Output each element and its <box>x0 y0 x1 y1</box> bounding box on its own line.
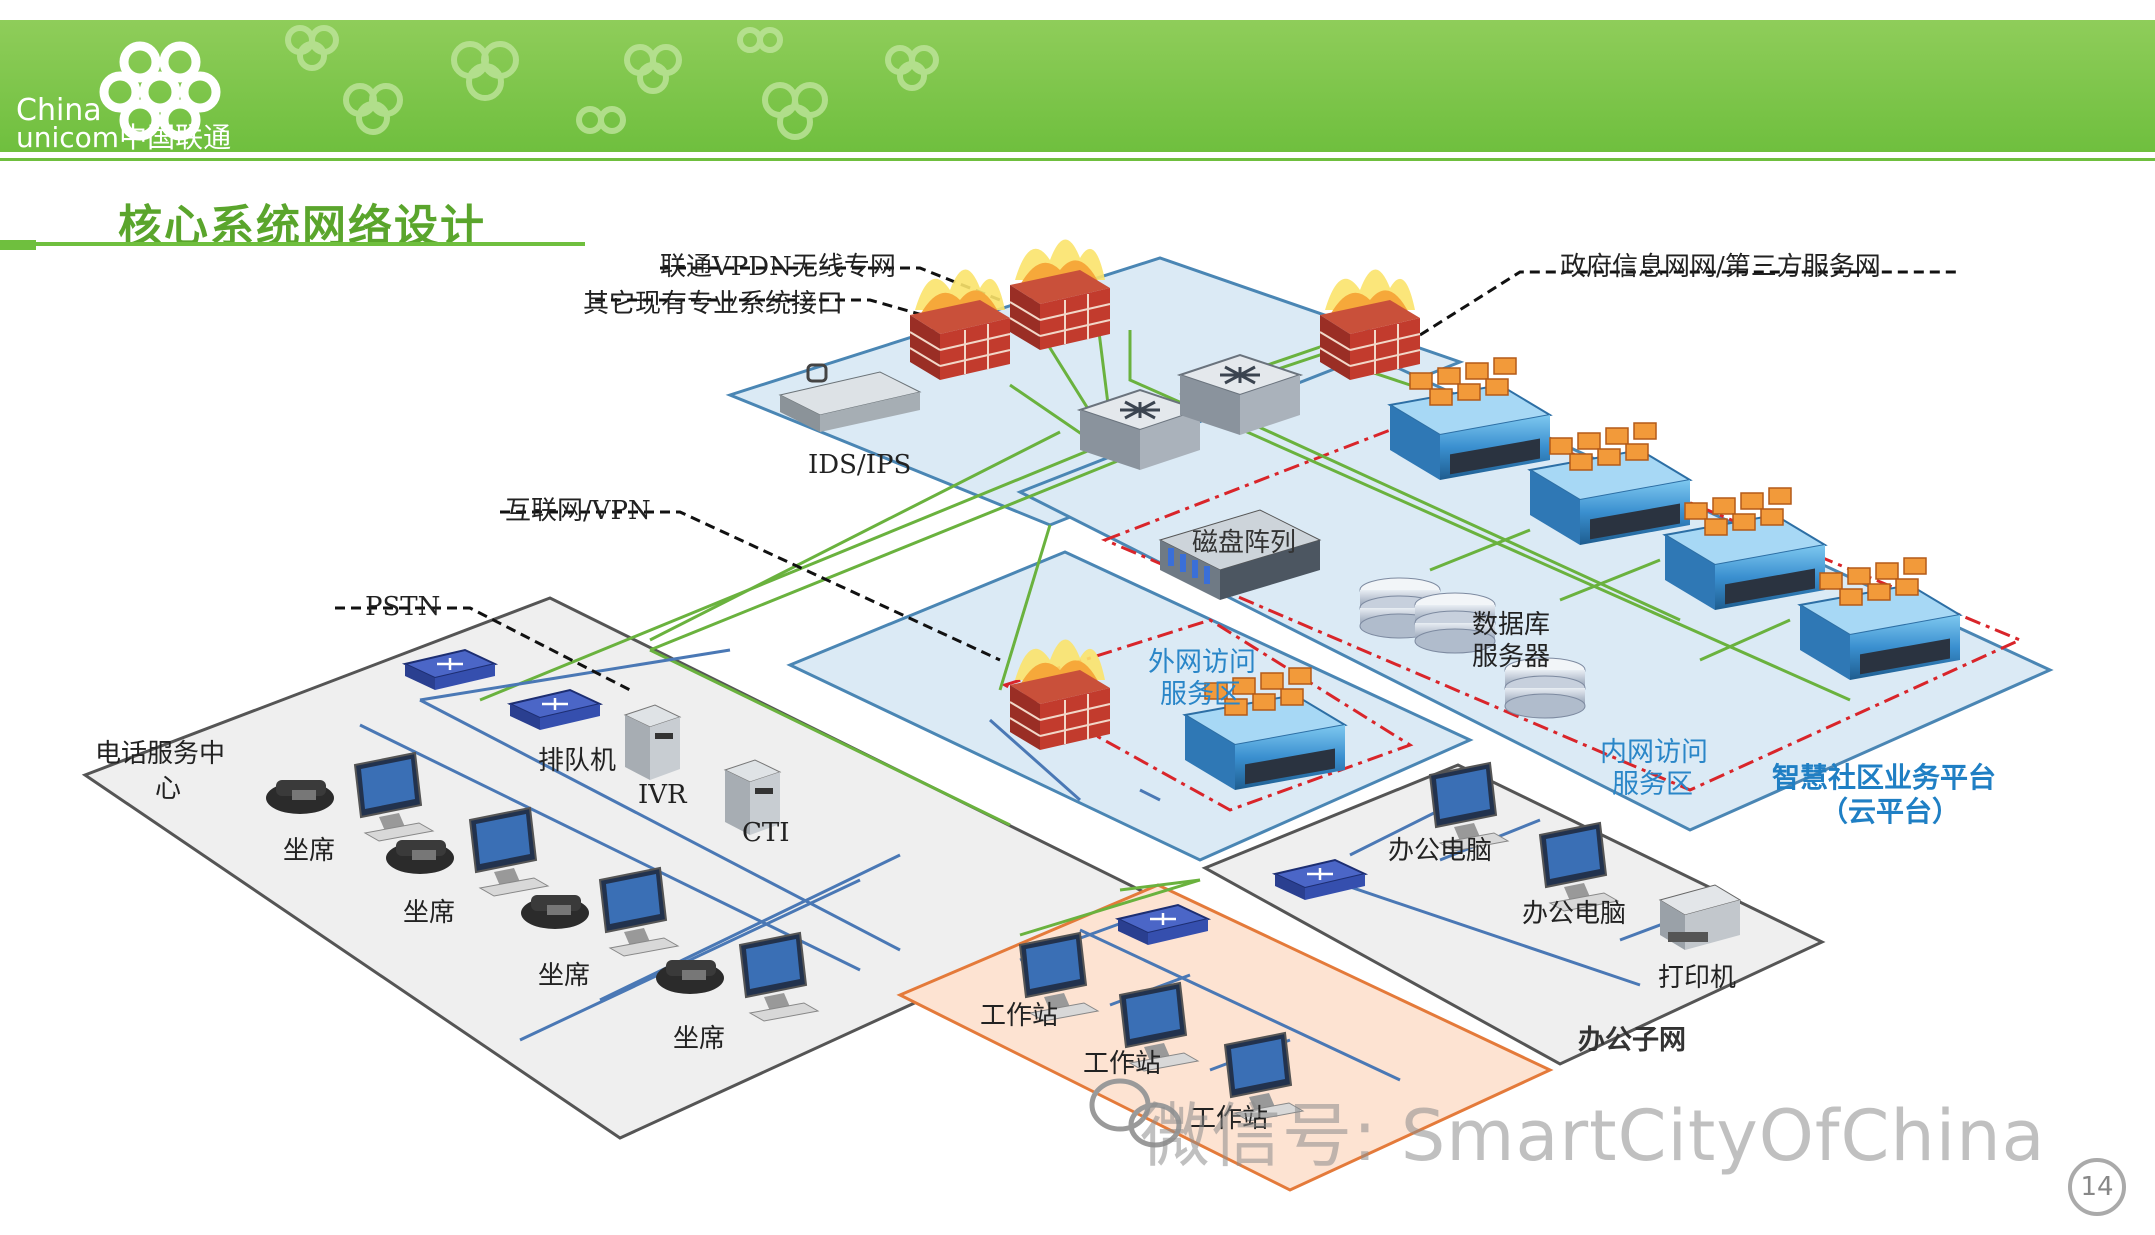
vmware-server-icon <box>1529 422 1691 546</box>
label-printer: 打印机 <box>1658 963 1737 993</box>
vmware-server-icon <box>1389 357 1551 481</box>
logo-text-china: China <box>16 93 102 128</box>
label-seat: 坐席 <box>283 836 336 866</box>
label-outer-zone-line2: 服务区 <box>1160 679 1241 710</box>
label-db-line1: 数据库 <box>1472 610 1551 640</box>
title-tab <box>0 240 36 250</box>
label-disk-array: 磁盘阵列 <box>1192 528 1297 558</box>
inner-zone-boundary <box>1101 403 2024 792</box>
office-zone <box>1201 763 1826 1066</box>
label-seat: 坐席 <box>673 1024 726 1054</box>
phone-icon <box>656 960 724 994</box>
wechat-icon <box>1089 1078 1182 1148</box>
label-other-interfaces: 其它现有专业系统接口 <box>583 289 844 319</box>
firewall-icon <box>909 268 1011 381</box>
label-platform-line2: （云平台） <box>1820 795 1961 828</box>
label-workstation: 工作站 <box>980 1001 1059 1031</box>
label-outer-zone-line1: 外网访问 <box>1148 647 1256 678</box>
outer-access-zone <box>786 550 1474 862</box>
header-divider <box>0 158 2155 161</box>
label-gov-network: 政府信息网网/第三方服务网 <box>1560 252 1881 282</box>
vmware-server-icon <box>1799 557 1961 681</box>
label-office-pc: 办公电脑 <box>1388 836 1493 866</box>
disk-array-icon <box>1158 509 1322 600</box>
label-platform-line1: 智慧社区业务平台 <box>1772 761 1997 794</box>
label-seat: 坐席 <box>403 898 456 928</box>
label-ids-ips: IDS/IPS <box>808 450 912 480</box>
ivr-server-icon <box>624 704 681 781</box>
title-underline <box>0 242 585 246</box>
label-vpdn: 联通VPDN无线专网 <box>660 252 896 282</box>
label-inner-zone-line1: 内网访问 <box>1600 737 1708 768</box>
label-ivr: IVR <box>638 780 687 810</box>
page-number: 14 <box>2068 1158 2126 1216</box>
label-call-center-line2: 心 <box>155 774 182 804</box>
firewall-icon <box>1009 238 1111 351</box>
unicom-logo-icon <box>99 41 221 141</box>
label-cti: CTI <box>742 818 790 848</box>
ids-ips-device-icon <box>778 363 922 432</box>
phone-icon <box>266 780 334 814</box>
label-workstation: 工作站 <box>1083 1049 1162 1079</box>
phone-icon <box>386 840 454 874</box>
label-inner-zone-line2: 服务区 <box>1612 769 1693 800</box>
label-internet-vpn: 互联网/VPN <box>505 496 651 526</box>
label-call-center-line1: 电话服务中 <box>95 739 226 769</box>
label-office-pc: 办公电脑 <box>1522 899 1627 929</box>
label-db-line2: 服务器 <box>1472 642 1551 672</box>
dashed-links <box>335 266 1960 692</box>
label-pstn: PSTN <box>365 592 441 622</box>
label-office-subnet: 办公子网 <box>1578 1025 1686 1056</box>
label-seat: 坐席 <box>538 961 591 991</box>
printer-icon <box>1658 884 1742 950</box>
label-workstation: 工作站 <box>1190 1104 1269 1134</box>
blue-links <box>359 648 1701 1082</box>
outer-subzone-boundary <box>1001 618 1414 812</box>
phone-icon <box>521 895 589 929</box>
vmware-server-icon <box>1664 487 1826 611</box>
label-queue-machine: 排队机 <box>538 746 617 776</box>
firewall-icon <box>1319 268 1421 381</box>
logo-text-unicom: unicom中国联通 <box>16 121 232 154</box>
watermark-text: 微信号: SmartCityOfChina <box>1140 1095 2046 1177</box>
